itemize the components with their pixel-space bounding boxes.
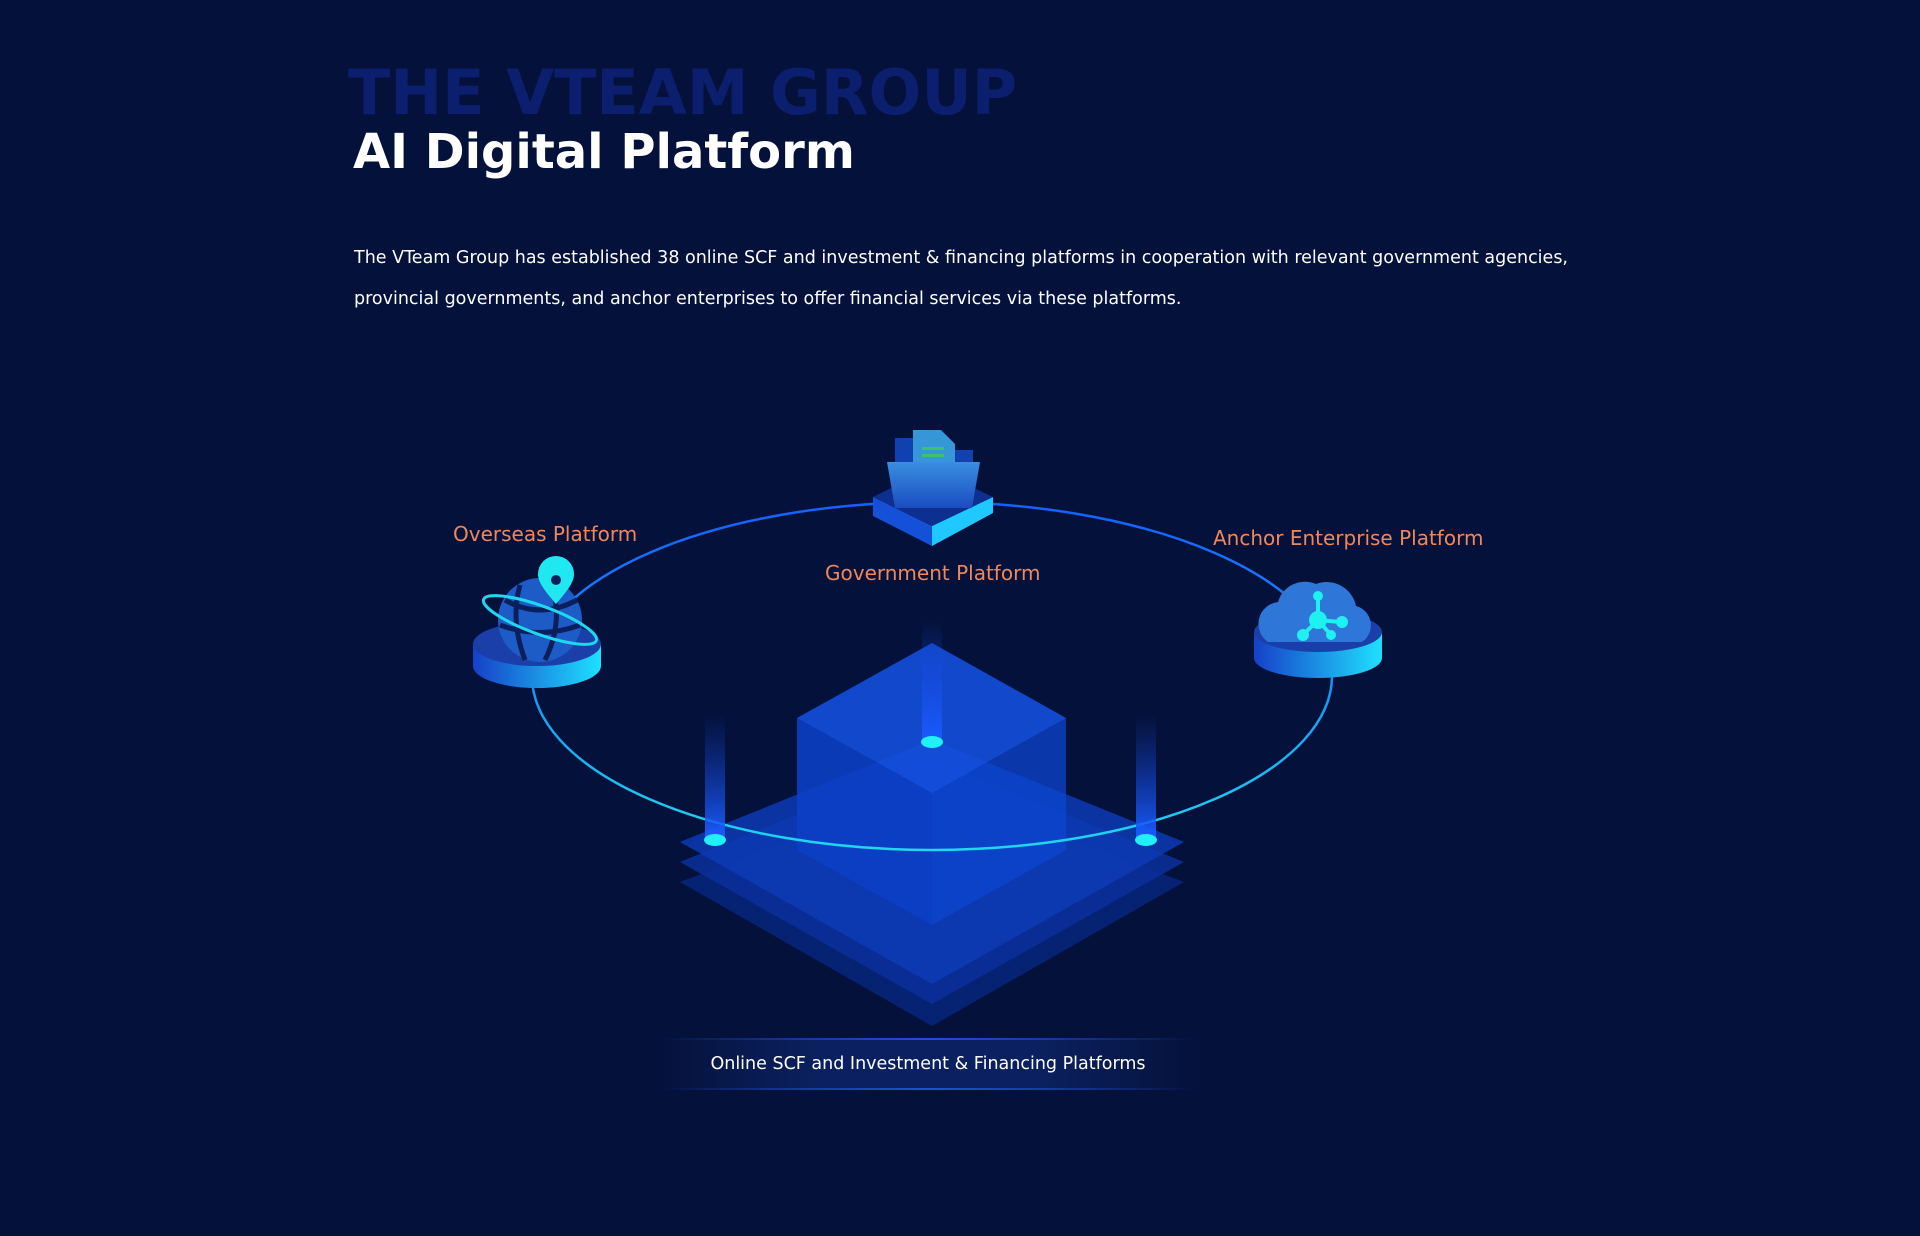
cloud-network-icon [1254,581,1382,678]
anchor-enterprise-platform-label: Anchor Enterprise Platform [1213,526,1484,550]
folder-document-icon [873,430,993,546]
base-platform [680,643,1184,1026]
pillars [704,622,1157,846]
base-platform-label: Online SCF and Investment & Financing Pl… [661,1038,1195,1090]
page-description: The VTeam Group has established 38 onlin… [354,248,1568,309]
ghost-title: THE VTEAM GROUP [348,56,1018,129]
government-platform-label: Government Platform [825,561,1041,585]
globe-pin-icon [473,556,601,688]
page-title: AI Digital Platform [353,124,855,180]
overseas-platform-label: Overseas Platform [453,522,638,546]
base-platform-label-text: Online SCF and Investment & Financing Pl… [710,1054,1146,1074]
